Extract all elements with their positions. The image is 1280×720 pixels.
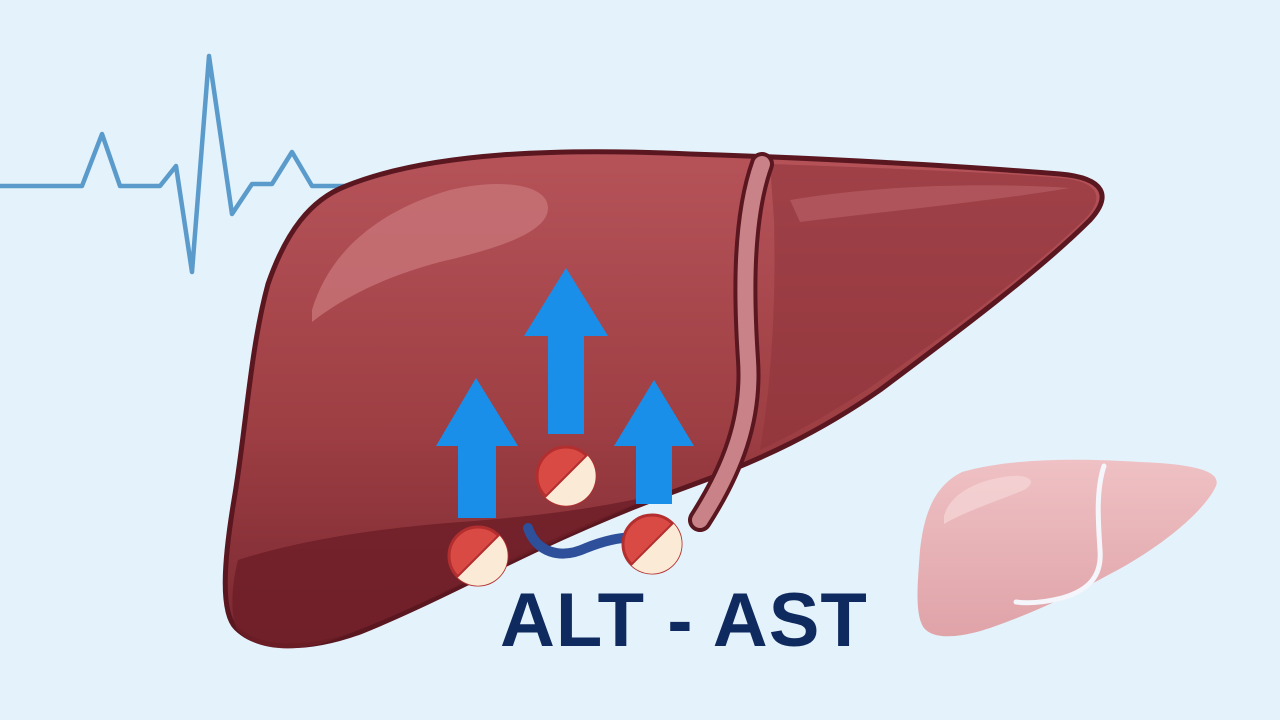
heartbeat-line-icon bbox=[0, 53, 375, 275]
up-arrow-icon bbox=[436, 268, 694, 518]
small-liver-highlight bbox=[944, 475, 1032, 524]
small-liver-icon bbox=[917, 459, 1217, 637]
pill-left bbox=[447, 525, 509, 587]
liver-right-highlight bbox=[790, 185, 1070, 222]
arrow-center bbox=[524, 268, 608, 434]
liver-right-lobe bbox=[760, 164, 1097, 450]
pill-center bbox=[535, 445, 597, 507]
small-liver-body bbox=[917, 459, 1217, 637]
pill-right bbox=[621, 513, 683, 575]
arrow-right bbox=[614, 380, 694, 504]
liver-shadow bbox=[232, 494, 660, 649]
arrow-left bbox=[436, 378, 518, 518]
ligament-fill bbox=[692, 156, 770, 528]
small-liver-ligament bbox=[1013, 463, 1107, 606]
caption-text: ALT - AST bbox=[500, 578, 868, 663]
pill-icon bbox=[447, 445, 683, 587]
liver-highlight bbox=[312, 184, 548, 322]
